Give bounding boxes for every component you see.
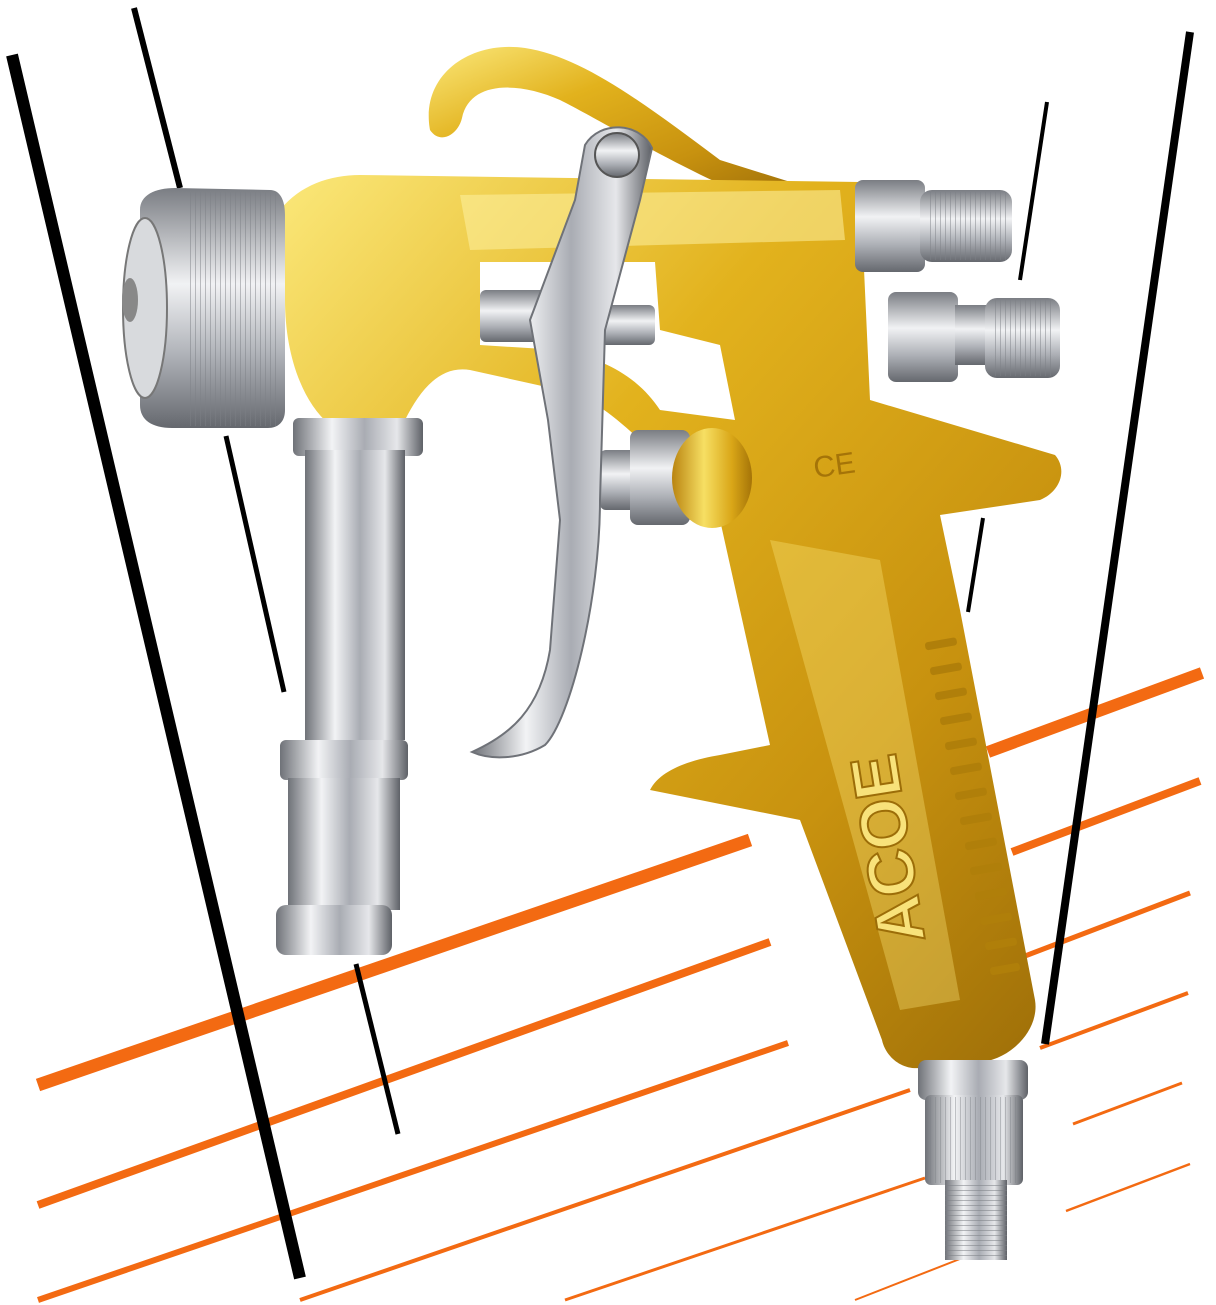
- black-lines: [6, 7, 1194, 1280]
- gun-body-upper: [280, 175, 1062, 1069]
- fluid-inlet-tube: [276, 418, 423, 955]
- orange-stripes: [35, 667, 1205, 1303]
- air-cap-nozzle: [122, 188, 285, 428]
- trigger-lever: [469, 126, 654, 759]
- hanger-hook: [428, 46, 800, 201]
- ce-mark: CE: [811, 446, 857, 484]
- needle-packing: [480, 290, 752, 528]
- air-inlet-fitting: [918, 1060, 1028, 1260]
- fan-adjust-knob: [855, 180, 1012, 272]
- fluid-adjust-knob: [888, 292, 1060, 382]
- grip-ridges: [925, 637, 1020, 976]
